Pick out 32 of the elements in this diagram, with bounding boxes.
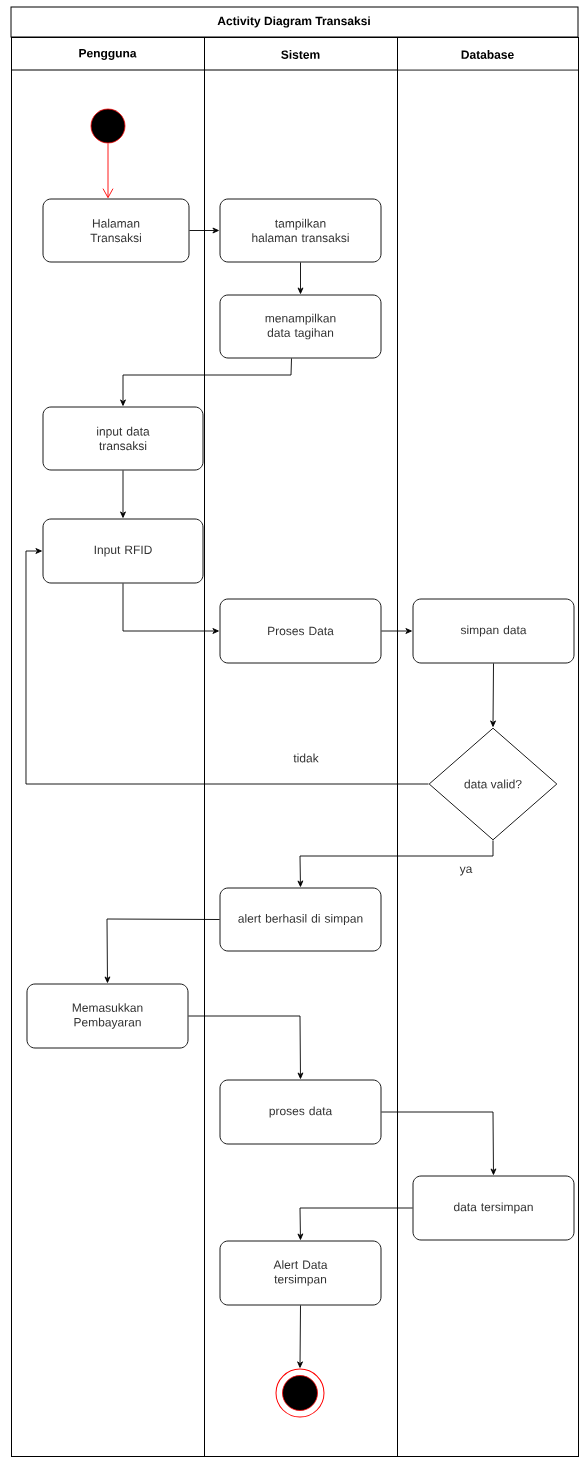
arrow bbox=[102, 142, 114, 199]
action-box: simpan data bbox=[412, 598, 575, 664]
arrow bbox=[297, 1207, 413, 1240]
action-box: alert berhasil di simpan bbox=[219, 887, 382, 952]
arrow bbox=[120, 470, 126, 518]
action-box: input data transaksi bbox=[42, 406, 204, 471]
arrow bbox=[25, 548, 429, 785]
arrow bbox=[188, 1015, 304, 1079]
arrow bbox=[189, 227, 219, 234]
arrow bbox=[122, 583, 219, 634]
action-box: Alert Data tersimpan bbox=[219, 1240, 382, 1306]
arrow bbox=[120, 358, 292, 406]
action-box: proses data bbox=[219, 1079, 382, 1145]
arrow bbox=[297, 262, 304, 294]
arrow bbox=[104, 918, 220, 983]
title-bar: Activity Diagram Transaksi bbox=[10, 6, 579, 38]
arrow bbox=[297, 1305, 303, 1368]
start-node bbox=[90, 108, 126, 144]
arrow bbox=[490, 663, 496, 727]
action-box: data tersimpan bbox=[412, 1175, 575, 1241]
edge-label: tidak bbox=[292, 752, 320, 764]
arrow bbox=[297, 840, 494, 887]
action-box: Halaman Transaksi bbox=[42, 198, 190, 263]
arrow bbox=[381, 1111, 497, 1175]
arrow bbox=[381, 628, 412, 634]
action-box: Proses Data bbox=[219, 598, 382, 664]
end-node bbox=[275, 1368, 325, 1418]
action-box: menampilkan data tagihan bbox=[219, 294, 382, 359]
edge-label: ya bbox=[458, 865, 474, 877]
action-box: tampilkan halaman transaksi bbox=[219, 198, 382, 263]
action-box: Memasukkan Pembayaran bbox=[26, 983, 189, 1049]
action-box: Input RFID bbox=[42, 518, 204, 584]
